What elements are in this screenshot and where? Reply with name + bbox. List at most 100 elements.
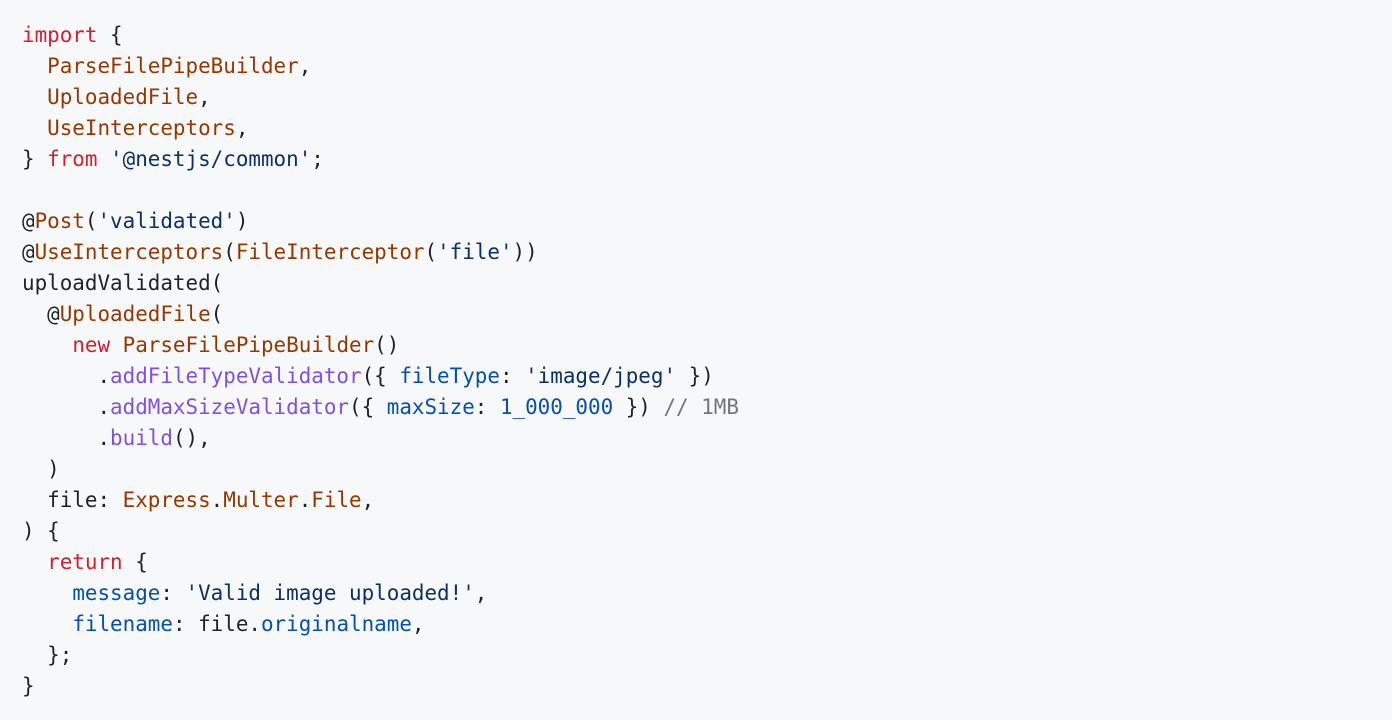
- code-line: uploadValidated(: [22, 268, 1370, 299]
- code-line: filename: file.originalname,: [22, 609, 1370, 640]
- token-plain-text: :: [160, 581, 186, 605]
- token-entity: File: [311, 488, 362, 512]
- code-line: @UploadedFile(: [22, 299, 1370, 330]
- token-plain-text: };: [22, 643, 73, 667]
- token-plain-text: {: [97, 23, 123, 47]
- code-line: }: [22, 671, 1370, 702]
- token-constant: message: [72, 581, 161, 605]
- token-plain-text: .: [210, 488, 224, 512]
- token-plain-text: ,: [235, 116, 249, 140]
- token-plain-text: ,: [411, 612, 425, 636]
- token-plain-text: ,: [198, 85, 211, 109]
- token-plain-text: }): [613, 395, 664, 419]
- token-plain-text: ): [235, 209, 249, 233]
- token-plain-text: ,: [298, 54, 312, 78]
- token-plain-text: .: [298, 488, 312, 512]
- token-comment: // 1MB: [663, 395, 739, 419]
- token-plain-text: ,: [474, 581, 488, 605]
- token-plain-text: .: [22, 364, 111, 388]
- token-plain-text: [22, 85, 47, 109]
- token-entity: ParseFilePipeBuilder: [47, 54, 299, 78]
- token-entity: ParseFilePipeBuilder: [122, 333, 375, 357]
- token-plain-text: [22, 54, 47, 78]
- token-entity: Post: [34, 209, 85, 233]
- token-plain-text: .: [22, 426, 111, 450]
- token-plain-text: (: [84, 209, 98, 233]
- token-plain-text: @: [22, 240, 35, 264]
- token-plain-text: (: [223, 240, 236, 264]
- code-line: .addMaxSizeValidator({ maxSize: 1_000_00…: [22, 392, 1370, 423]
- code-line: };: [22, 640, 1370, 671]
- token-plain-text: [22, 581, 72, 605]
- code-line: } from '@nestjs/common';: [22, 144, 1370, 175]
- token-string-literal: 'image/jpeg': [525, 364, 677, 388]
- token-entity: Multer: [223, 488, 299, 512]
- token-constant: fileType: [399, 364, 500, 388]
- code-line: @Post('validated'): [22, 206, 1370, 237]
- code-line: message: 'Valid image uploaded!',: [22, 578, 1370, 609]
- token-plain-text: (),: [172, 426, 211, 450]
- token-keyword: import: [22, 23, 98, 47]
- code-line: ): [22, 454, 1370, 485]
- token-keyword: new: [72, 333, 111, 357]
- token-plain-text: uploadValidated(: [22, 271, 224, 295]
- token-plain-text: @: [22, 209, 35, 233]
- code-line: ParseFilePipeBuilder,: [22, 51, 1370, 82]
- token-string-literal: 'validated': [97, 209, 236, 233]
- token-plain-text: }): [676, 364, 714, 388]
- code-line: new ParseFilePipeBuilder(): [22, 330, 1370, 361]
- code-line: ) {: [22, 516, 1370, 547]
- token-constant: originalname: [260, 612, 412, 636]
- token-plain-text: }: [22, 147, 48, 171]
- code-line: @UseInterceptors(FileInterceptor('file')…: [22, 237, 1370, 268]
- token-plain-text: .: [22, 395, 111, 419]
- token-plain-text: :: [499, 364, 526, 388]
- code-line: .addFileTypeValidator({ fileType: 'image…: [22, 361, 1370, 392]
- token-entity: UseInterceptors: [34, 240, 224, 264]
- token-string-literal: 'Valid image uploaded!': [185, 581, 475, 605]
- token-string-literal: '@nestjs/common': [110, 147, 312, 171]
- code-content: import { ParseFilePipeBuilder, UploadedF…: [22, 20, 1370, 702]
- token-entity: Express: [122, 488, 211, 512]
- token-plain-text: [22, 550, 47, 574]
- token-plain-text: [110, 333, 123, 357]
- token-plain-text: file:: [22, 488, 123, 512]
- token-plain-text: @: [22, 302, 60, 326]
- code-line: file: Express.Multer.File,: [22, 485, 1370, 516]
- code-line: return {: [22, 547, 1370, 578]
- code-line: [22, 175, 1370, 206]
- token-plain-text: : file.: [172, 612, 261, 636]
- token-plain-text: (): [374, 333, 400, 357]
- token-entity: UploadedFile: [59, 302, 211, 326]
- token-plain-text: )): [512, 240, 538, 264]
- token-plain-text: :: [474, 395, 500, 419]
- token-constant: maxSize: [386, 395, 475, 419]
- token-plain-text: (: [424, 240, 438, 264]
- token-function-name: build: [110, 426, 173, 450]
- token-plain-text: ) {: [22, 519, 60, 543]
- token-plain-text: [22, 333, 72, 357]
- token-entity: UploadedFile: [47, 85, 199, 109]
- token-string-literal: 'file': [437, 240, 513, 264]
- token-keyword: from: [47, 147, 98, 171]
- code-line: import {: [22, 20, 1370, 51]
- token-plain-text: [22, 116, 47, 140]
- token-entity: FileInterceptor: [235, 240, 425, 264]
- code-line: UploadedFile,: [22, 82, 1370, 113]
- token-keyword: return: [47, 550, 123, 574]
- token-plain-text: ({: [361, 364, 400, 388]
- token-constant: 1_000_000: [499, 395, 614, 419]
- token-function-name: addMaxSizeValidator: [110, 395, 350, 419]
- token-plain-text: {: [122, 550, 148, 574]
- token-plain-text: ({: [349, 395, 387, 419]
- token-plain-text: (: [210, 302, 224, 326]
- code-line: UseInterceptors,: [22, 113, 1370, 144]
- token-plain-text: ;: [311, 147, 324, 171]
- token-plain-text: [22, 612, 72, 636]
- code-line: .build(),: [22, 423, 1370, 454]
- token-plain-text: }: [22, 674, 35, 698]
- token-plain-text: ): [22, 457, 60, 481]
- token-function-name: addFileTypeValidator: [110, 364, 362, 388]
- token-entity: UseInterceptors: [47, 116, 236, 140]
